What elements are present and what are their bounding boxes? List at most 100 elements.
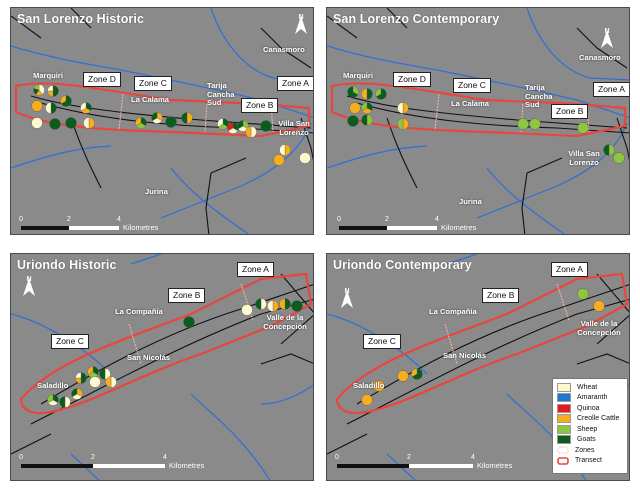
site-marker bbox=[31, 100, 43, 112]
panel-title: Uriondo Contemporary bbox=[333, 258, 472, 272]
site-marker bbox=[273, 154, 285, 166]
zone-label: Zone B bbox=[168, 288, 206, 303]
zone-label: Zone B bbox=[482, 288, 520, 303]
scale-tick: 2 bbox=[385, 216, 389, 223]
site-marker bbox=[373, 380, 385, 392]
place-label: La Calama bbox=[131, 95, 169, 104]
scale-tick: 0 bbox=[19, 454, 23, 461]
site-marker bbox=[47, 394, 59, 406]
site-markers bbox=[347, 86, 625, 164]
scale-bar: 0 2 4 Kilometres bbox=[335, 454, 535, 472]
scale-unit: Kilometres bbox=[477, 461, 513, 470]
creolle-cattle-swatch bbox=[557, 414, 571, 424]
place-label: Canasmoro bbox=[579, 53, 621, 62]
site-marker bbox=[361, 114, 373, 126]
legend-item-wheat: Wheat bbox=[557, 382, 623, 393]
site-marker bbox=[241, 304, 253, 316]
zone-label: Zone C bbox=[453, 78, 491, 93]
site-marker bbox=[237, 120, 249, 132]
site-marker bbox=[577, 288, 589, 300]
site-markers bbox=[47, 298, 303, 408]
scale-unit: Kilometres bbox=[123, 223, 159, 232]
site-marker bbox=[349, 102, 361, 114]
site-marker bbox=[279, 298, 291, 310]
place-label: Valle de la Concepción bbox=[577, 319, 621, 337]
scale-tick: 0 bbox=[19, 216, 23, 223]
place-label: Villa San Lorenzo bbox=[278, 119, 310, 137]
north-arrow-icon bbox=[23, 278, 35, 296]
site-marker bbox=[45, 102, 57, 114]
transect-outline bbox=[19, 272, 313, 415]
site-marker bbox=[217, 118, 229, 130]
place-label: Villa San Lorenzo bbox=[568, 149, 600, 167]
wheat-swatch bbox=[557, 382, 571, 392]
scale-tick: 2 bbox=[407, 454, 411, 461]
scale-bar: 0 2 4 Kilometres bbox=[337, 216, 537, 234]
site-marker bbox=[397, 102, 409, 114]
site-marker bbox=[529, 118, 541, 130]
place-label: La Compañía bbox=[429, 307, 477, 316]
legend-item-sheep: Sheep bbox=[557, 424, 623, 435]
site-marker bbox=[59, 396, 71, 408]
site-marker bbox=[267, 300, 279, 312]
site-marker bbox=[87, 366, 99, 378]
site-marker bbox=[49, 118, 61, 130]
north-arrow-icon bbox=[601, 30, 613, 48]
site-marker bbox=[593, 300, 605, 312]
site-marker bbox=[245, 126, 257, 138]
place-label: La Compañía bbox=[115, 307, 163, 316]
sheep-swatch bbox=[557, 424, 571, 434]
site-marker bbox=[411, 368, 423, 380]
north-arrow-icon bbox=[341, 290, 353, 308]
scale-tick: 2 bbox=[67, 216, 71, 223]
zone-label: Zone D bbox=[393, 72, 431, 87]
site-marker bbox=[361, 102, 373, 114]
zone-label: Zone B bbox=[241, 98, 279, 113]
goats-swatch bbox=[557, 435, 571, 445]
site-marker bbox=[71, 388, 83, 400]
place-label: Tarija Cancha Sud bbox=[207, 81, 235, 107]
north-arrow: N bbox=[337, 288, 357, 308]
place-label: San Nicolás bbox=[127, 353, 171, 362]
map-panel-san-lorenzo-contemporary: San Lorenzo Contemporary Zone D Zone C Z… bbox=[326, 7, 630, 235]
site-marker bbox=[33, 84, 45, 96]
legend-item-amaranth: Amaranth bbox=[557, 393, 623, 404]
zone-label: Zone B bbox=[551, 104, 589, 119]
place-label: Marquiri bbox=[33, 71, 63, 80]
map-canvas bbox=[11, 254, 313, 480]
place-label: Saladillo bbox=[37, 381, 69, 390]
site-marker bbox=[517, 118, 529, 130]
map-panel-san-lorenzo-historic: San Lorenzo Historic Zone D Zone C Zone … bbox=[10, 7, 314, 235]
site-marker bbox=[151, 112, 163, 124]
site-marker bbox=[299, 152, 311, 164]
site-marker bbox=[260, 120, 272, 132]
panel-title: San Lorenzo Historic bbox=[17, 12, 145, 26]
north-arrow: N bbox=[597, 28, 617, 48]
north-arrow: N bbox=[291, 14, 311, 34]
place-label: Canasmoro bbox=[263, 45, 305, 54]
zone-label: Zone A bbox=[551, 262, 588, 277]
zone-label: Zone A bbox=[593, 82, 629, 97]
site-marker bbox=[60, 95, 72, 107]
legend-item-zones: Zones bbox=[557, 445, 623, 456]
site-marker bbox=[80, 102, 92, 114]
site-marker bbox=[375, 88, 387, 100]
map-legend: Wheat Amaranth Quinoa Creolle Cattle She… bbox=[552, 378, 628, 474]
zone-label: Zone A bbox=[277, 76, 313, 91]
legend-item-goats: Goats bbox=[557, 435, 623, 446]
site-marker bbox=[279, 144, 291, 156]
panel-title: San Lorenzo Contemporary bbox=[333, 12, 500, 26]
quinoa-swatch bbox=[557, 403, 571, 413]
site-marker bbox=[397, 370, 409, 382]
map-canvas bbox=[11, 8, 313, 234]
site-marker bbox=[347, 86, 359, 98]
scale-unit: Kilometres bbox=[441, 223, 477, 232]
zone-label: Zone D bbox=[83, 72, 121, 87]
scale-tick: 0 bbox=[337, 216, 341, 223]
place-label: La Calama bbox=[451, 99, 489, 108]
site-marker bbox=[47, 85, 59, 97]
scale-bar: 0 2 4 Kilometres bbox=[19, 216, 219, 234]
place-label: Saladillo bbox=[353, 381, 385, 390]
place-label: Marquiri bbox=[343, 71, 373, 80]
north-arrow-icon bbox=[295, 16, 307, 34]
